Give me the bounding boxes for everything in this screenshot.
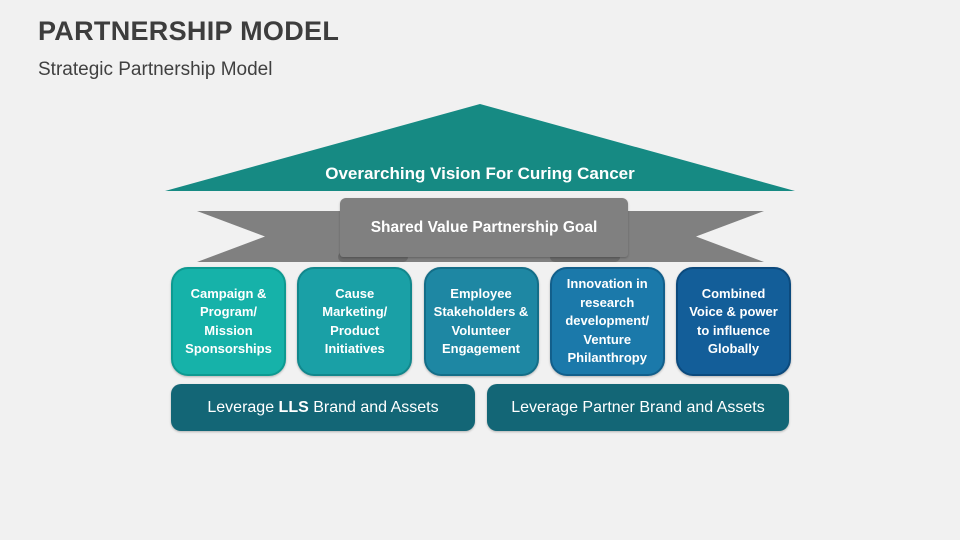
pillar-card-innovation: Innovation in research development/ Vent… [549, 267, 665, 376]
foundation-bar-label: Leverage LLS Brand and Assets [207, 398, 439, 416]
pillar-card-campaign: Campaign & Program/ Mission Sponsorships [171, 267, 286, 376]
pillar-card-employee: Employee Stakeholders & Volunteer Engage… [423, 267, 539, 376]
goal-ribbon-panel: Shared Value Partnership Goal [340, 198, 628, 257]
pillar-label: Cause Marketing/ Product Initiatives [322, 285, 388, 356]
foundation-bar-partner: Leverage Partner Brand and Assets [487, 384, 789, 431]
foundation-bar-label: Leverage Partner Brand and Assets [511, 398, 765, 416]
foundation-bar-lls: Leverage LLS Brand and Assets [171, 384, 475, 431]
pillar-label: Innovation in research development/ Vent… [565, 276, 650, 366]
vision-triangle: Overarching Vision For Curing Cancer [165, 104, 795, 191]
lls-emphasis: LLS [278, 398, 309, 416]
pillar-label: Campaign & Program/ Mission Sponsorships [185, 285, 272, 356]
foundation-row: Leverage LLS Brand and Assets Leverage P… [171, 384, 789, 431]
vision-label: Overarching Vision For Curing Cancer [325, 164, 635, 183]
goal-ribbon-fold-right [550, 252, 620, 262]
goal-ribbon-fold-left [338, 252, 408, 262]
pillar-card-combined-voice: Combined Voice & power to influence Glob… [676, 267, 791, 376]
slide-subtitle: Strategic Partnership Model [38, 59, 273, 80]
goal-label: Shared Value Partnership Goal [370, 218, 598, 236]
pillar-label: Combined Voice & power to influence Glob… [689, 285, 778, 356]
pillar-row: Campaign & Program/ Mission Sponsorships… [171, 267, 791, 376]
pillar-label: Employee Stakeholders & Volunteer Engage… [433, 285, 529, 356]
slide-title: PARTNERSHIP MODEL [38, 16, 340, 46]
pillar-card-cause-marketing: Cause Marketing/ Product Initiatives [297, 267, 413, 376]
